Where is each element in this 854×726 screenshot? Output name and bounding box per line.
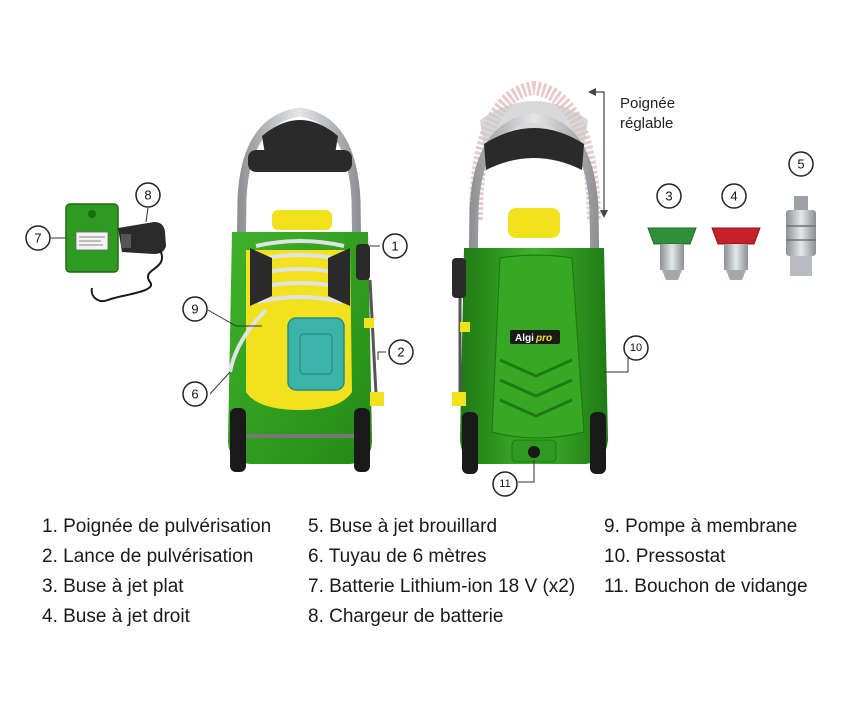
callout-number-9: 9 — [191, 302, 198, 317]
callout-number-1: 1 — [391, 239, 398, 254]
legend-item: 11. Bouchon de vidange — [604, 576, 808, 597]
callout-circle-11 — [492, 471, 518, 497]
callout-number-11: 11 — [499, 478, 510, 490]
callout-circle-5 — [788, 151, 814, 177]
callout-circle-7 — [25, 225, 51, 251]
callout-number-6: 6 — [191, 387, 198, 402]
battery-illustration — [65, 203, 119, 273]
legend-item: 10. Pressostat — [604, 546, 726, 567]
callout-number-2: 2 — [397, 345, 404, 360]
sprayer-back-illustration: Algi pro — [452, 80, 608, 474]
callout-circle-2 — [388, 339, 414, 365]
legend-item: 2. Lance de pulvérisation — [42, 546, 254, 567]
straight-jet-nozzle — [711, 227, 761, 280]
legend-item: 4. Buse à jet droit — [42, 606, 190, 627]
callout-number-8: 8 — [144, 188, 151, 203]
legend-item: 5. Buse à jet brouillard — [308, 516, 498, 537]
brand-name: Algi — [515, 333, 534, 344]
legend-item: 1. Poignée de pulvérisation — [42, 516, 272, 537]
legend-column-3: 9. Pompe à membrane 10. Pressostat 11. B… — [604, 512, 808, 602]
sprayer-front-illustration — [228, 107, 384, 472]
flat-jet-nozzle — [647, 227, 697, 280]
charger-illustration — [90, 222, 166, 302]
mist-jet-nozzle — [786, 196, 816, 276]
callout-circle-9 — [182, 296, 208, 322]
callout-circle-4 — [721, 183, 747, 209]
brand-suffix: pro — [535, 333, 552, 344]
legend-column-1: 1. Poignée de pulvérisation 2. Lance de … — [42, 512, 271, 632]
handle-note-line1: Poignée — [620, 95, 675, 112]
callout-number-10: 10 — [630, 342, 642, 354]
callout-circle-3 — [656, 183, 682, 209]
callout-circle-8 — [135, 182, 161, 208]
legend-item: 9. Pompe à membrane — [604, 516, 798, 537]
callout-circle-6 — [182, 381, 208, 407]
callout-number-7: 7 — [34, 231, 41, 246]
legend-item: 8. Chargeur de batterie — [308, 606, 504, 627]
callout-circle-1 — [382, 233, 408, 259]
callout-number-3: 3 — [665, 189, 672, 204]
legend-column-2: 5. Buse à jet brouillard 6. Tuyau de 6 m… — [308, 512, 575, 632]
handle-note-line2: réglable — [620, 115, 673, 132]
legend-item: 7. Batterie Lithium-ion 18 V (x2) — [308, 576, 576, 597]
legend-item: 6. Tuyau de 6 mètres — [308, 546, 487, 567]
callout-circle-10 — [623, 335, 649, 361]
callout-number-5: 5 — [797, 157, 804, 172]
adjustable-handle-arrow — [588, 88, 608, 218]
callout-number-4: 4 — [730, 189, 737, 204]
legend-item: 3. Buse à jet plat — [42, 576, 184, 597]
leader-lines — [51, 207, 629, 483]
